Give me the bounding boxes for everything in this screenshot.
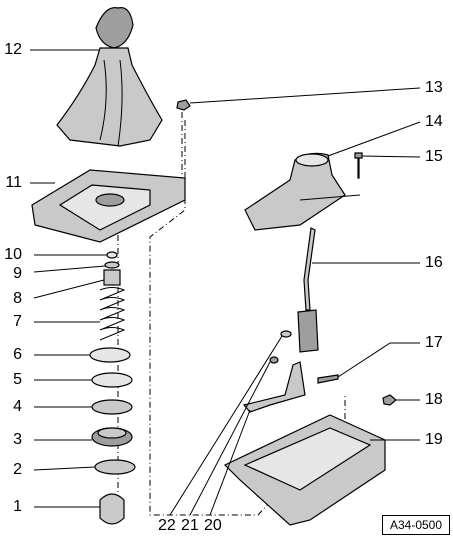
bush-22	[280, 330, 292, 338]
nut-13	[176, 99, 191, 111]
sleeve	[103, 269, 121, 286]
guide-lever	[242, 361, 306, 413]
leader-2	[33, 466, 96, 471]
shift-boot-with-knob	[56, 7, 163, 147]
lever-base-plate	[31, 169, 186, 243]
callout-21: 21	[181, 517, 199, 534]
callout-22: 22	[158, 517, 176, 534]
callout-19: 19	[425, 431, 443, 448]
callout-3: 3	[13, 431, 22, 448]
callout-12: 12	[4, 41, 22, 58]
selector-lever	[297, 227, 319, 353]
leader-8	[33, 279, 105, 299]
leader-15	[361, 155, 421, 158]
leader-20	[209, 409, 251, 516]
clip	[106, 251, 118, 259]
callout-8: 8	[13, 290, 22, 307]
callout-6: 6	[13, 346, 22, 363]
ring-5	[91, 372, 133, 388]
callout-18: 18	[425, 391, 443, 408]
clip-21	[269, 356, 279, 364]
callout-17: 17	[425, 334, 443, 351]
figure-reference-code: A34-0500	[382, 515, 450, 535]
screw-15	[354, 152, 363, 179]
leader-13	[189, 87, 421, 104]
ring-2	[94, 459, 136, 475]
callout-10: 10	[4, 246, 22, 263]
nut-18	[382, 394, 397, 406]
callout-1: 1	[13, 498, 22, 515]
leader-14	[327, 121, 421, 157]
selector-housing	[244, 152, 361, 231]
callout-9: 9	[13, 265, 22, 282]
callout-13: 13	[425, 79, 443, 96]
callout-7: 7	[13, 313, 22, 330]
callout-15: 15	[425, 148, 443, 165]
callout-4: 4	[13, 398, 22, 415]
lever-housing	[223, 414, 386, 526]
assembly-axis-box	[149, 120, 346, 516]
washer	[104, 261, 120, 269]
callout-11: 11	[5, 174, 22, 191]
ring-4	[91, 399, 133, 415]
leader-9	[33, 265, 106, 273]
leader-17	[337, 342, 420, 378]
leader-21	[189, 361, 271, 516]
callout-16: 16	[425, 254, 443, 271]
leader-22	[169, 335, 283, 516]
ball-socket	[99, 493, 125, 525]
callout-2: 2	[13, 461, 22, 478]
bolt-17	[317, 374, 339, 384]
bearing-shell	[91, 427, 133, 447]
callout-14: 14	[425, 113, 443, 130]
spring	[99, 287, 126, 341]
callout-20: 20	[204, 517, 222, 534]
callout-5: 5	[13, 371, 22, 388]
circlip	[89, 347, 131, 363]
